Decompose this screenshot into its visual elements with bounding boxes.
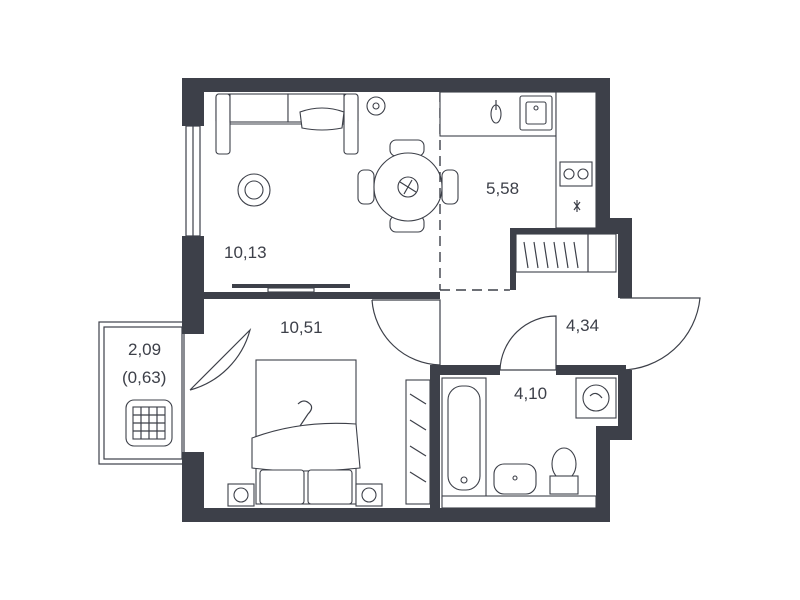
wall-bottom (182, 508, 610, 522)
partition-bedroom-bath (430, 365, 440, 510)
nightstand-right-icon (355, 483, 383, 507)
bathtub-icon (441, 377, 487, 499)
wall-right-upper (596, 78, 610, 228)
dining-table-icon (357, 139, 459, 233)
balcony (98, 321, 252, 465)
partition-bath-top-right (556, 365, 626, 375)
kitchen-niche-wall (510, 228, 622, 234)
toilet-icon (549, 447, 579, 495)
area-living: 10,13 (224, 243, 267, 262)
partition-living-bedroom (200, 292, 440, 299)
hall-furniture (371, 233, 701, 371)
ottoman-icon (237, 173, 271, 207)
living-room-furniture (215, 92, 510, 293)
area-bedroom: 10,51 (280, 318, 323, 337)
area-bathroom: 4,10 (514, 384, 547, 403)
bed-icon (251, 359, 361, 505)
nightstand-left-icon (227, 483, 255, 507)
wall-left-lower (182, 452, 204, 522)
sofa-icon (215, 93, 359, 155)
fridge-icon (573, 200, 581, 212)
wardrobe-bedroom-icon (405, 379, 431, 505)
tv-icon (232, 284, 350, 293)
entrance-door (619, 297, 701, 371)
bedroom-furniture (227, 359, 431, 507)
area-balcony-reduced: (0,63) (122, 368, 166, 387)
walls (182, 78, 632, 522)
washing-machine-icon (575, 377, 617, 419)
armchair-icon (125, 399, 173, 447)
wall-left-upper (182, 78, 204, 126)
wall-right-bath (618, 370, 632, 440)
wall-top (182, 78, 610, 92)
area-labels: 10,13 5,58 10,51 4,34 4,10 2,09 (0,63) (122, 179, 599, 403)
stove-icon (559, 161, 593, 187)
wardrobe-icon (515, 233, 617, 273)
kitchen-furniture (439, 91, 597, 229)
bath-floor-strip (441, 495, 597, 509)
sink-icon (493, 463, 537, 495)
kitchen-sink-icon (519, 95, 553, 131)
area-balcony: 2,09 (128, 340, 161, 359)
bedroom-door (371, 299, 441, 366)
area-kitchen: 5,58 (486, 179, 519, 198)
faucet-icon (490, 100, 502, 124)
bathroom-furniture (441, 377, 617, 509)
area-hall: 4,34 (566, 316, 599, 335)
wall-right-lower (596, 426, 610, 522)
wall-left-middle (182, 236, 204, 334)
plant-icon (366, 96, 386, 116)
kitchen-niche-side (510, 228, 516, 290)
wall-right-hall (618, 218, 632, 298)
bathroom-door (499, 315, 557, 371)
partition-bath-top (430, 365, 500, 375)
